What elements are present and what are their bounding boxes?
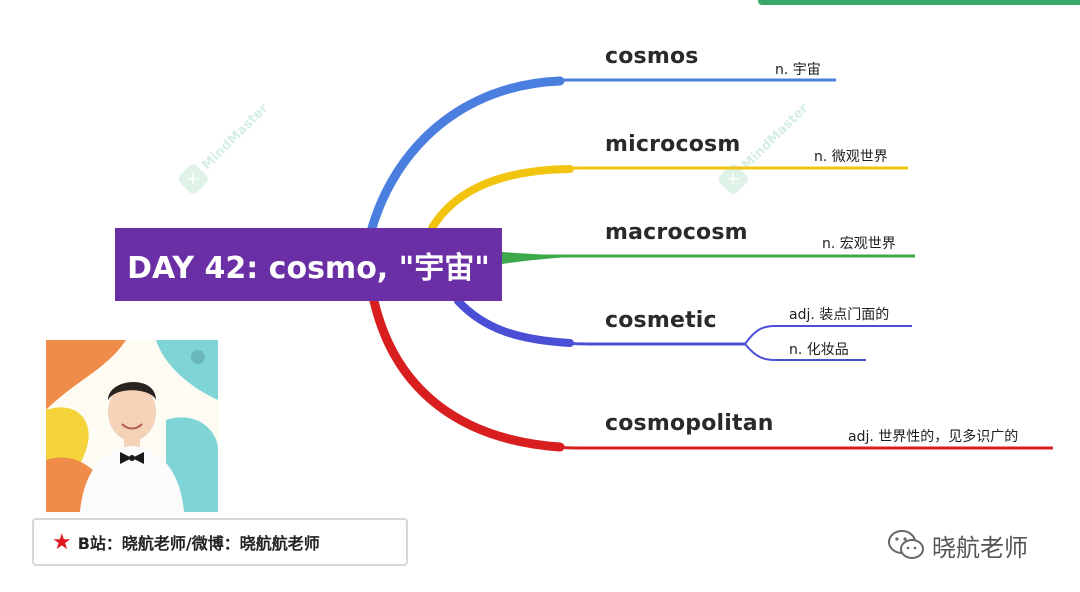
central-topic[interactable]: DAY 42: cosmo, "宇宙" — [115, 228, 502, 301]
star-icon: ★ — [52, 529, 72, 555]
presenter-illustration — [46, 340, 218, 512]
wechat-account-name: 晓航老师 — [932, 533, 1028, 562]
central-topic-label: DAY 42: cosmo, "宇宙" — [127, 250, 490, 286]
wechat-icon — [888, 530, 924, 559]
definition-macrocosm[interactable]: n. 宏观世界 — [822, 236, 896, 252]
subbranch-line-cosmetic-2 — [744, 343, 866, 361]
wechat-account-watermark: 晓航老师 — [886, 525, 1028, 565]
definition-cosmetic-adj[interactable]: adj. 装点门面的 — [789, 307, 890, 323]
credit-bar: ★ B站：晓航老师/微博：晓航航老师 — [32, 518, 408, 566]
credit-text: B站：晓航老师/微博：晓航航老师 — [77, 534, 320, 553]
branch-word-cosmetic[interactable]: cosmetic — [605, 308, 717, 333]
branch-word-microcosm[interactable]: microcosm — [605, 132, 741, 157]
definition-cosmos[interactable]: n. 宇宙 — [775, 62, 821, 78]
subbranch-line-cosmetic-1 — [744, 325, 912, 345]
branch-word-cosmos[interactable]: cosmos — [605, 44, 699, 69]
top-accent-bar — [758, 0, 1080, 5]
definition-cosmetic-noun[interactable]: n. 化妆品 — [789, 342, 849, 358]
branch-line-cosmos — [370, 78, 836, 229]
branch-word-macrocosm[interactable]: macrocosm — [605, 220, 748, 245]
definition-microcosm[interactable]: n. 微观世界 — [814, 149, 888, 165]
definition-cosmopolitan[interactable]: adj. 世界性的，见多识广的 — [848, 429, 1019, 445]
branch-word-cosmopolitan[interactable]: cosmopolitan — [605, 411, 774, 436]
presenter-photo — [46, 340, 218, 512]
